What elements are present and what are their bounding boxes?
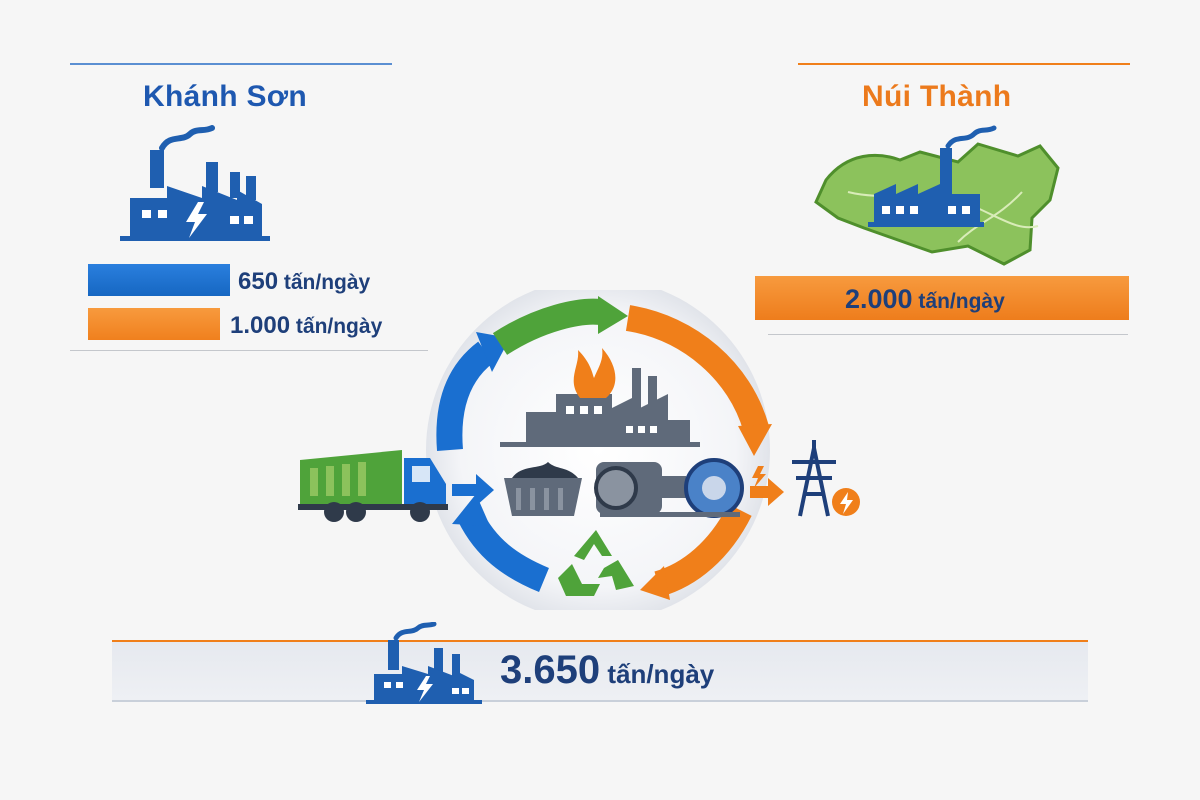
nui-thanh-bottom-rule: [768, 334, 1128, 335]
khanh-son-bar-650: [88, 264, 230, 296]
process-cycle: [298, 290, 860, 610]
total-panel: [112, 640, 1088, 702]
blue-arrow: [436, 341, 495, 452]
khanh-son-bottom-rule: [70, 350, 428, 351]
total-value: 3.650 tấn/ngày: [500, 648, 715, 692]
total-factory-icon: [366, 622, 482, 704]
orange-arrow: [625, 305, 769, 432]
turbine-generator-icon: [594, 458, 744, 518]
khanh-son-label-1000: 1.000 tấn/ngày: [230, 312, 383, 339]
khanh-son-title: Khánh Sơn: [143, 80, 308, 113]
khanh-son-label-650: 650 tấn/ngày: [238, 268, 371, 295]
recycle-icon: [558, 530, 634, 596]
flame-icon: [573, 348, 616, 398]
plant-icon: [500, 368, 700, 447]
factory-power-icon: [120, 125, 270, 241]
nui-thanh-bar: [755, 276, 1129, 320]
khanh-son-top-rule: [70, 63, 392, 65]
green-arrow: [492, 298, 602, 356]
khanh-son-bar-1000: [88, 308, 220, 340]
nui-thanh-top-rule: [798, 63, 1130, 65]
nui-thanh-label: 2.000 tấn/ngày: [845, 284, 1005, 314]
factory-map-icon: [814, 125, 1060, 266]
waste-bin-icon: [504, 462, 582, 516]
power-tower-icon: [792, 440, 836, 517]
garbage-truck-icon: [298, 450, 448, 522]
nui-thanh-title: Núi Thành: [862, 80, 1012, 113]
